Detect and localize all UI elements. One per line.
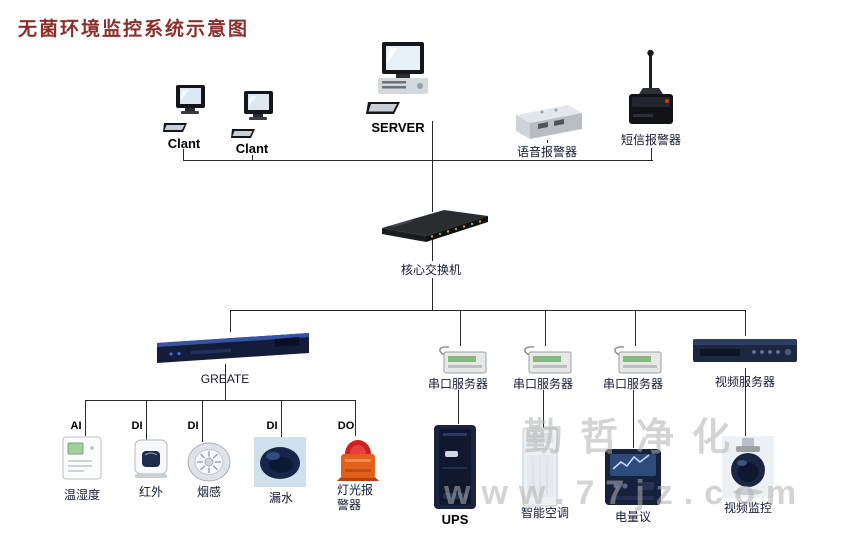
do-drop-line [355,400,356,436]
video-server-drop-line [745,310,746,336]
ac-link-line [543,390,544,428]
server-computer-icon [366,42,432,120]
serial-server-2-label: 串口服务器 [512,377,574,391]
serial3-drop-line [635,310,636,346]
ups-label: UPS [441,512,469,527]
video-server-label: 视频服务器 [714,375,776,389]
power-meter-icon [604,448,662,506]
serial-server-3-label: 串口服务器 [602,377,664,391]
ups-link-line [458,390,459,424]
temp-humidity-sensor-icon [62,436,102,480]
sensor-bus-line [85,400,355,401]
serial1-drop-line [460,310,461,346]
di2-drop-line [202,400,203,442]
greate-controller-icon [157,329,309,365]
page-title: 无菌环境监控系统示意图 [18,19,250,40]
di3-port-label: DI [266,420,278,432]
voice-alarm-device-icon [512,103,584,141]
voice-alarm-label: 语音报警器 [514,143,580,160]
middle-bus-line [230,310,745,311]
light-alarm-icon [331,436,385,482]
do-port-label: DO [337,420,355,432]
video-monitor-label: 视频监控 [723,501,773,515]
watermark-url: www.77jz.com [444,474,808,512]
temp-humidity-label: 温湿度 [63,488,101,502]
light-alarm-label: 灯光报警器 [337,483,374,512]
water-leak-sensor-icon [254,437,306,487]
server-label: SERVER [371,120,425,135]
client1-label: Clant [167,136,201,151]
watermark-text: 勤哲净化 [524,417,749,459]
smoke-label: 烟感 [196,485,222,499]
client2-computer-icon [231,90,275,140]
power-meter-label: 电量议 [614,510,652,524]
infrared-sensor-icon [132,439,170,479]
smoke-detector-icon [187,442,231,482]
top-bus-line [183,160,653,161]
server-switch-line [432,121,433,212]
video-server-icon [692,334,798,366]
client1-drop-line [183,149,184,160]
water-leak-label: 漏水 [268,491,294,505]
serial-server-1-label: 串口服务器 [427,377,489,391]
infrared-label: 红外 [138,485,164,499]
core-switch-icon [380,202,490,244]
di3-drop-line [281,400,282,437]
core-switch-label: 核心交换机 [398,261,464,278]
video-monitor-camera-icon [722,436,774,498]
sms-alarm-label: 短信报警器 [618,131,684,148]
ai-drop-line [85,400,86,436]
greate-drop-line [230,310,231,332]
di2-port-label: DI [187,420,199,432]
client1-computer-icon [163,84,207,134]
smart-ac-cabinet-icon [519,427,561,507]
ups-tower-icon [431,423,479,511]
smart-ac-label: 智能空调 [520,506,570,520]
serial2-drop-line [545,310,546,346]
greate-sensor-line [225,364,226,400]
serial-server-2-icon [519,343,575,377]
di1-drop-line [146,400,147,440]
sms-alarm-device-icon [623,48,679,132]
greate-label: GREATE [200,372,250,386]
serial-server-3-icon [609,343,665,377]
meter-link-line [633,390,634,448]
ai-port-label: AI [70,420,82,432]
serial-server-1-icon [434,343,490,377]
di1-port-label: DI [131,420,143,432]
client2-label: Clant [235,141,269,156]
client2-drop-line [252,155,253,160]
camera-link-line [745,368,746,436]
